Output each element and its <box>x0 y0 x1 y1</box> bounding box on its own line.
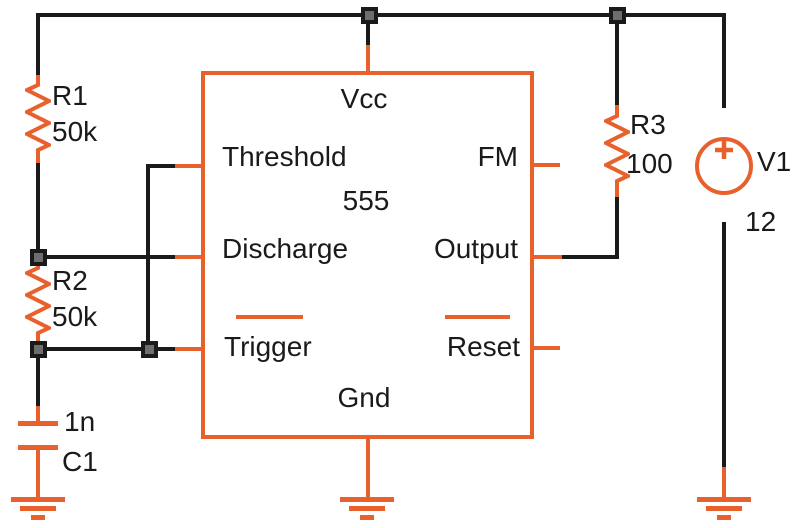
pin-label-gnd: Gnd <box>337 382 391 413</box>
wire-r1-to-r2 <box>36 163 40 259</box>
pin-label-trigger: Trigger <box>224 331 312 362</box>
output-pin-stub <box>530 255 562 259</box>
threshold-pin-stub <box>175 164 205 168</box>
wire-r3-bottom <box>615 197 619 259</box>
fm-pin-stub <box>530 163 560 167</box>
pin-label-vcc: Vcc <box>340 83 388 114</box>
r1-value-label: 50k <box>52 116 98 147</box>
v1-ref-label: V1 <box>757 146 792 177</box>
trigger-pin-stub <box>175 347 205 351</box>
r2-ref-label: R2 <box>52 265 88 296</box>
wire-threshold-horizontal <box>146 164 176 168</box>
vcc-pin-stub <box>366 45 370 75</box>
trigger-overline <box>236 315 303 319</box>
junction-dot <box>361 7 378 24</box>
resistor-r1-symbol[interactable] <box>25 75 51 163</box>
pin-label-discharge: Discharge <box>222 233 349 264</box>
ic-555-symbol[interactable] <box>201 71 534 439</box>
r1-ref-label: R1 <box>52 80 88 111</box>
wire-vcc-drop <box>366 13 370 46</box>
pin-label-reset: Reset <box>446 331 520 362</box>
pin-label-output: Output <box>433 233 518 264</box>
c1-plate-top <box>18 421 58 426</box>
wire-left-upper <box>36 13 40 77</box>
discharge-pin-stub <box>175 255 205 259</box>
r3-value-label: 100 <box>626 148 673 179</box>
c1-value-label: 1n <box>64 406 96 437</box>
pin-label-fm: FM <box>477 141 518 172</box>
junction-dot <box>30 249 47 266</box>
wire-discharge-row <box>36 255 177 259</box>
gnd-pin-stub <box>366 437 370 499</box>
v1-ground-lead <box>722 467 726 499</box>
r2-value-label: 50k <box>52 301 98 332</box>
resistor-r3-symbol[interactable] <box>604 105 630 197</box>
v1-value-label: 12 <box>745 206 777 237</box>
plus-icon <box>715 141 733 159</box>
pin-label-threshold: Threshold <box>222 141 347 172</box>
wire-v1-bottom <box>722 222 726 469</box>
reset-pin-stub <box>530 346 560 350</box>
wire-trigger-row <box>36 347 177 351</box>
wire-top-rail <box>36 13 726 17</box>
c1-ref-label: C1 <box>62 446 98 477</box>
resistor-r2-symbol[interactable] <box>25 257 51 349</box>
wire-r3-top <box>615 13 619 107</box>
wire-r2-to-c1 <box>36 349 40 408</box>
wire-v1-top <box>722 13 726 108</box>
junction-dot <box>30 341 47 358</box>
junction-dot <box>609 7 626 24</box>
wire-output-row <box>560 255 618 259</box>
ic-part-number: 555 <box>342 185 390 216</box>
c1-bottom-lead <box>36 450 40 499</box>
reset-overline <box>445 315 510 319</box>
c1-plate-bottom <box>18 445 58 450</box>
voltage-source-v1-symbol[interactable] <box>694 136 754 196</box>
junction-dot <box>141 341 158 358</box>
r3-ref-label: R3 <box>630 109 666 140</box>
c1-top-lead <box>36 406 40 422</box>
